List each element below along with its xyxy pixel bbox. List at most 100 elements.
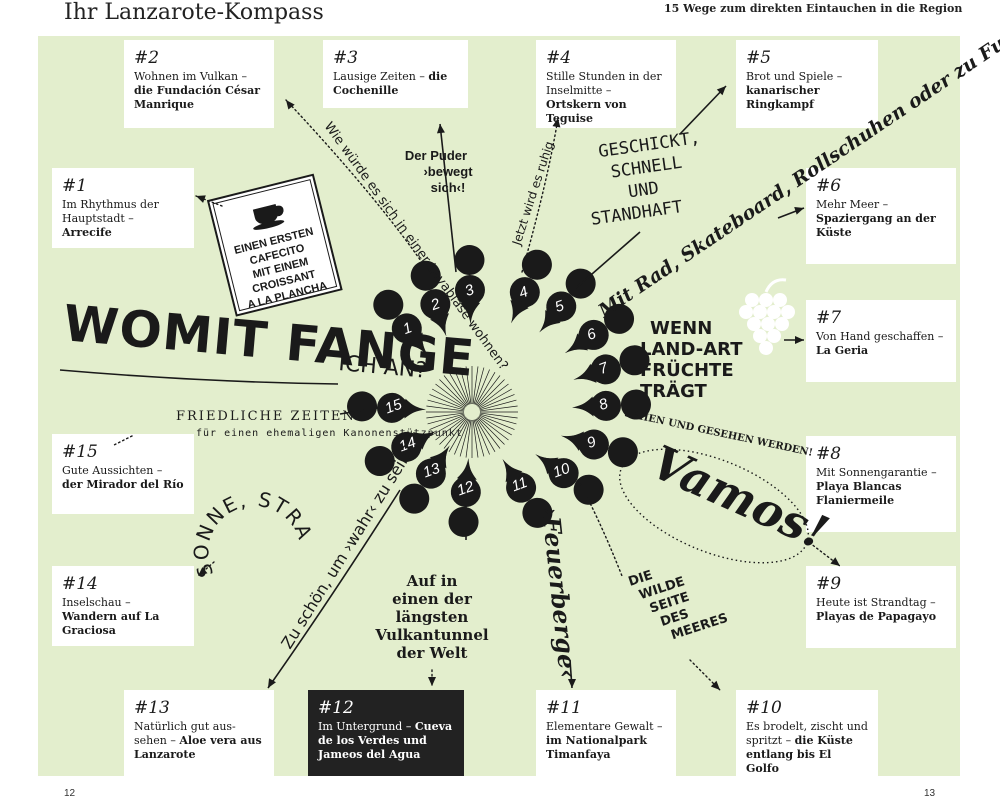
- zu-schoen-arrow: [267, 489, 401, 689]
- grape-berry: [773, 293, 787, 307]
- drop-head: [450, 476, 481, 507]
- center-ray: [465, 419, 472, 458]
- topic-number: #13: [134, 698, 170, 718]
- drop-marker-8: 8: [572, 389, 651, 421]
- topic-highlight: Spaziergang an der Küste: [816, 212, 936, 239]
- center-ray: [435, 416, 466, 441]
- center-ray: [478, 415, 513, 436]
- puder-line: sich‹!: [431, 180, 466, 195]
- womit-underline: [59, 369, 339, 385]
- grape-berry: [775, 317, 789, 331]
- wilde-connector: [575, 475, 623, 577]
- drop-marker-1: 1: [373, 289, 428, 356]
- wilde-seite-line: DIE: [627, 568, 655, 590]
- topic-text: Im Rhythmus der Hauptstadt –: [62, 198, 159, 225]
- puder-arrow: [439, 123, 457, 273]
- topic-number: #2: [134, 48, 160, 68]
- topic-highlight: Arrecife: [62, 226, 112, 239]
- center-ray: [454, 419, 470, 455]
- center-ray: [426, 405, 465, 412]
- drop-tail: [428, 310, 449, 337]
- center-ray: [476, 418, 501, 449]
- drop-marker-14: 14: [364, 430, 437, 476]
- drop-shape: [399, 445, 450, 514]
- topic-text: Mit Sonnengarantie –: [816, 466, 937, 479]
- topic-highlight: die Küste entlang bis El Golfo: [746, 734, 853, 775]
- land-art-line: TRÄGT: [640, 380, 708, 402]
- center-ray: [448, 418, 469, 453]
- geschickt-line: STANDHAFT: [590, 197, 684, 230]
- sonne-arrowhead: [198, 567, 208, 576]
- topic-number: #4: [546, 48, 572, 68]
- wilde-arrowhead: [710, 680, 720, 690]
- topic-text: Stille Stunden in der Inselmitte –: [546, 70, 662, 97]
- topic-highlight: La Geria: [816, 344, 869, 357]
- center-ray: [429, 394, 465, 410]
- center-ray: [431, 388, 466, 409]
- drop-label: 10: [551, 460, 573, 482]
- mit-rad-arrowhead: [794, 206, 804, 215]
- vulkantunnel-line: Auf in: [406, 572, 458, 590]
- friedliche-arrow: [111, 435, 133, 447]
- topic-text: Natürlich gut aus-sehen –: [134, 720, 236, 747]
- center-ray: [448, 371, 469, 406]
- center-ray: [474, 369, 490, 405]
- center-ray: [439, 379, 467, 407]
- topic-number: #14: [62, 574, 98, 594]
- topic-number: #6: [816, 176, 842, 196]
- drop-marker-5: 5: [539, 268, 596, 333]
- grapes-icon: [739, 278, 795, 355]
- drop-tail: [455, 458, 478, 483]
- header-subtitle: 15 Wege zum direkten Eintauchen in die R…: [664, 2, 963, 15]
- center-ray: [479, 394, 515, 410]
- drop-label: 15: [383, 396, 405, 418]
- topic-number: #12: [318, 698, 354, 718]
- topic-highlight: der Mirador del Río: [62, 478, 184, 491]
- vulkantunnel-line: Vulkantunnel: [374, 626, 488, 644]
- grape-berry: [739, 305, 753, 319]
- vulkantunnel-line: der Welt: [397, 644, 468, 662]
- geschickt-line-connector: [575, 231, 641, 289]
- drop-tail: [510, 296, 531, 324]
- topic-number: #10: [746, 698, 782, 718]
- center-ray: [477, 379, 505, 407]
- label-kanonen: für einen ehemaligen Kanonenstützpunkt: [196, 428, 463, 439]
- drop-tail: [404, 329, 428, 356]
- grapes-arrowhead: [795, 336, 804, 344]
- label-friedliche: FRIEDLICHE ZEITEN: [176, 409, 356, 424]
- center-ray: [479, 399, 517, 411]
- topic-text: Es brodelt, zischt und spritzt –: [746, 720, 868, 747]
- center-ray: [439, 417, 467, 445]
- drop-tail: [573, 361, 600, 383]
- cafecito-arrowhead: [196, 195, 206, 203]
- drop-head: [578, 429, 609, 460]
- grape-berry: [759, 341, 773, 355]
- grape-berry: [759, 293, 773, 307]
- friedliche-connector: [339, 407, 379, 415]
- topic-number: #11: [546, 698, 582, 718]
- topic-text: Lausige Zeiten –: [333, 70, 429, 83]
- cafecito-stamp: EINEN ERSTENCAFECITOMIT EINEMCROISSANTA …: [206, 173, 343, 317]
- center-ray: [474, 419, 490, 455]
- drop-shape: [373, 289, 428, 356]
- topic-text: Brot und Spiele –: [746, 70, 843, 83]
- drop-marker-15: 15: [347, 391, 426, 423]
- center-ray: [473, 367, 485, 405]
- vulkantunnel-line: längsten: [396, 608, 469, 626]
- topic-text: Heute ist Strandtag –: [816, 596, 936, 609]
- topic-number: #9: [816, 574, 842, 594]
- topic-text: Elementare Gewalt –: [546, 720, 663, 733]
- drop-head: [420, 289, 451, 320]
- drop-marker-13: 13: [399, 445, 450, 514]
- drop-shape: [564, 303, 635, 354]
- topic-text: Von Hand geschaffen –: [816, 330, 944, 343]
- grape-berry: [753, 305, 767, 319]
- geschickt-arrow: [679, 85, 727, 135]
- drop-head: [590, 354, 621, 385]
